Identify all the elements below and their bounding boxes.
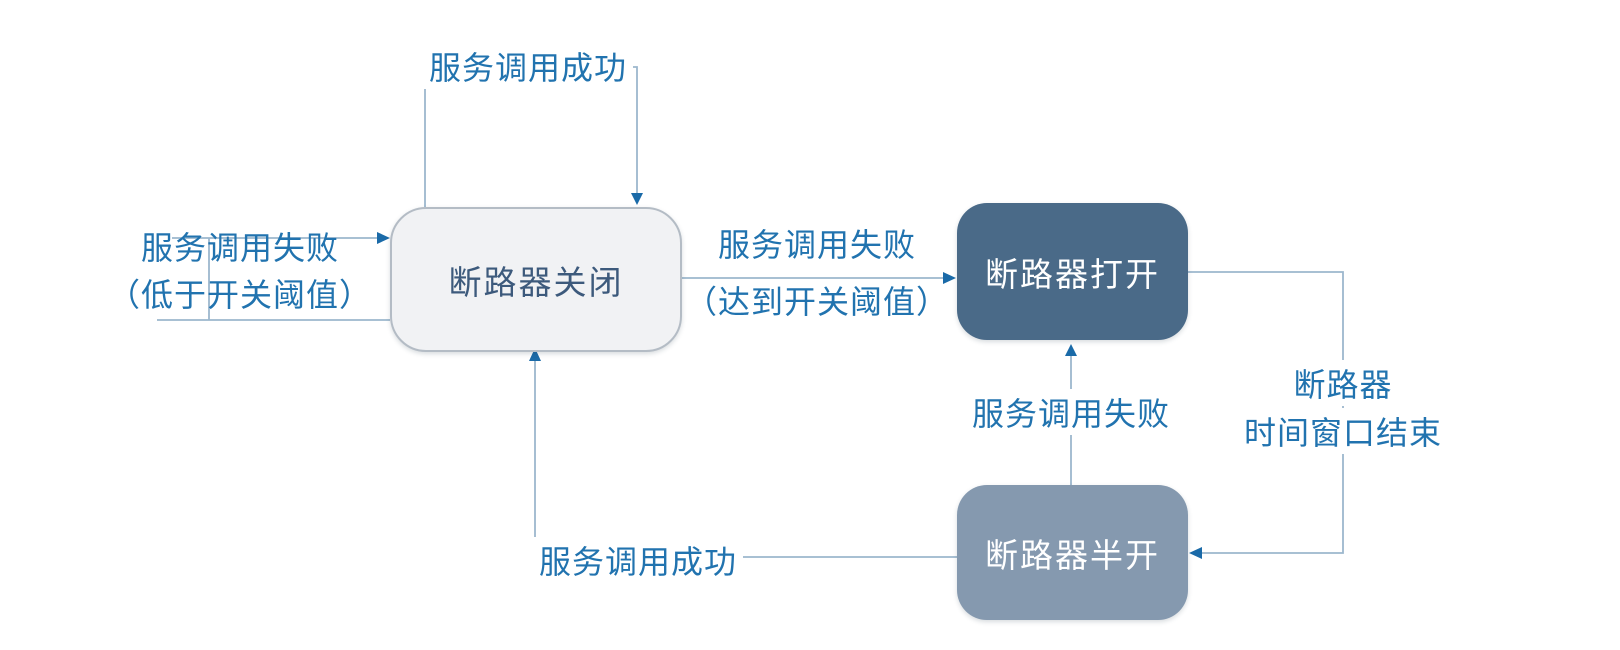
arrowhead-fail-below	[377, 232, 390, 244]
edge-label-fail-reach-line2: （达到开关阈值）	[684, 284, 950, 320]
edge-label-half-fail: 服务调用失败	[965, 389, 1177, 435]
state-node-open: 断路器打开	[957, 203, 1188, 340]
edge-label-success-loop: 服务调用成功	[422, 43, 634, 89]
arrowhead-window-end	[1189, 547, 1202, 559]
state-node-closed: 断路器关闭	[390, 207, 682, 352]
edge-label-fail-reach-line1: 服务调用失败	[717, 227, 917, 263]
state-node-half-open: 断路器半开	[957, 485, 1188, 620]
edge-label-fail-below-line1: 服务调用失败	[140, 230, 340, 266]
arrowhead-success-loop	[631, 193, 643, 205]
arrowhead-half-success	[529, 348, 541, 361]
arrowhead-fail-reach	[943, 272, 956, 284]
edge-half-success-line	[534, 354, 957, 558]
edge-label-window-end-line1: 断路器	[1287, 360, 1399, 406]
edge-label-fail-below-line2: （低于开关阈值）	[107, 277, 373, 313]
edge-label-half-success: 服务调用成功	[532, 537, 744, 583]
state-node-open-label: 断路器打开	[985, 255, 1160, 293]
arrowhead-half-fail	[1065, 344, 1077, 356]
state-node-closed-label: 断路器关闭	[448, 263, 624, 301]
state-node-half-open-label: 断路器半开	[985, 536, 1160, 574]
edge-label-window-end-line2: 时间窗口结束	[1237, 408, 1449, 454]
